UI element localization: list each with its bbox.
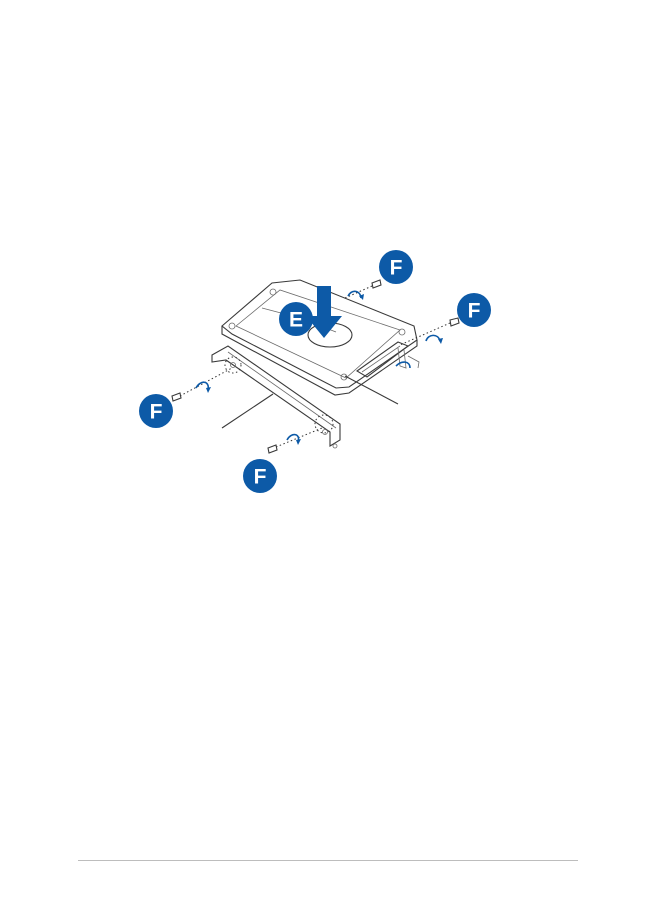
svg-text:F: F xyxy=(468,300,481,323)
hard-disk-drive xyxy=(221,279,420,396)
bracket-screw-hole-2 xyxy=(314,414,334,434)
footer-divider xyxy=(78,860,578,861)
hdd-connector xyxy=(355,341,410,378)
step-badge-e: E xyxy=(279,302,313,336)
rotate-arrow-icon xyxy=(425,334,441,342)
hdd-leader-line xyxy=(344,375,399,405)
svg-text:F: F xyxy=(254,466,267,489)
screw-icon-bottom xyxy=(267,427,323,454)
svg-text:F: F xyxy=(150,401,163,424)
bracket-screw-hole-1 xyxy=(224,356,242,374)
screw-icon-left xyxy=(171,367,233,402)
svg-text:E: E xyxy=(289,309,303,332)
bracket-leader-line xyxy=(221,393,274,429)
hdd-bracket xyxy=(211,345,341,449)
svg-text:F: F xyxy=(390,257,403,280)
screw-icon-right xyxy=(395,317,460,369)
down-arrow-icon xyxy=(306,286,342,338)
step-badge-f-bottom: F xyxy=(243,459,277,493)
step-badge-f-top: F xyxy=(379,250,413,284)
screw-icon-top xyxy=(344,279,382,300)
step-badge-f-left: F xyxy=(139,394,173,428)
rotate-arrow-icon xyxy=(347,290,362,299)
step-badge-f-right: F xyxy=(457,293,491,327)
rotate-arrow-icon xyxy=(395,361,411,369)
